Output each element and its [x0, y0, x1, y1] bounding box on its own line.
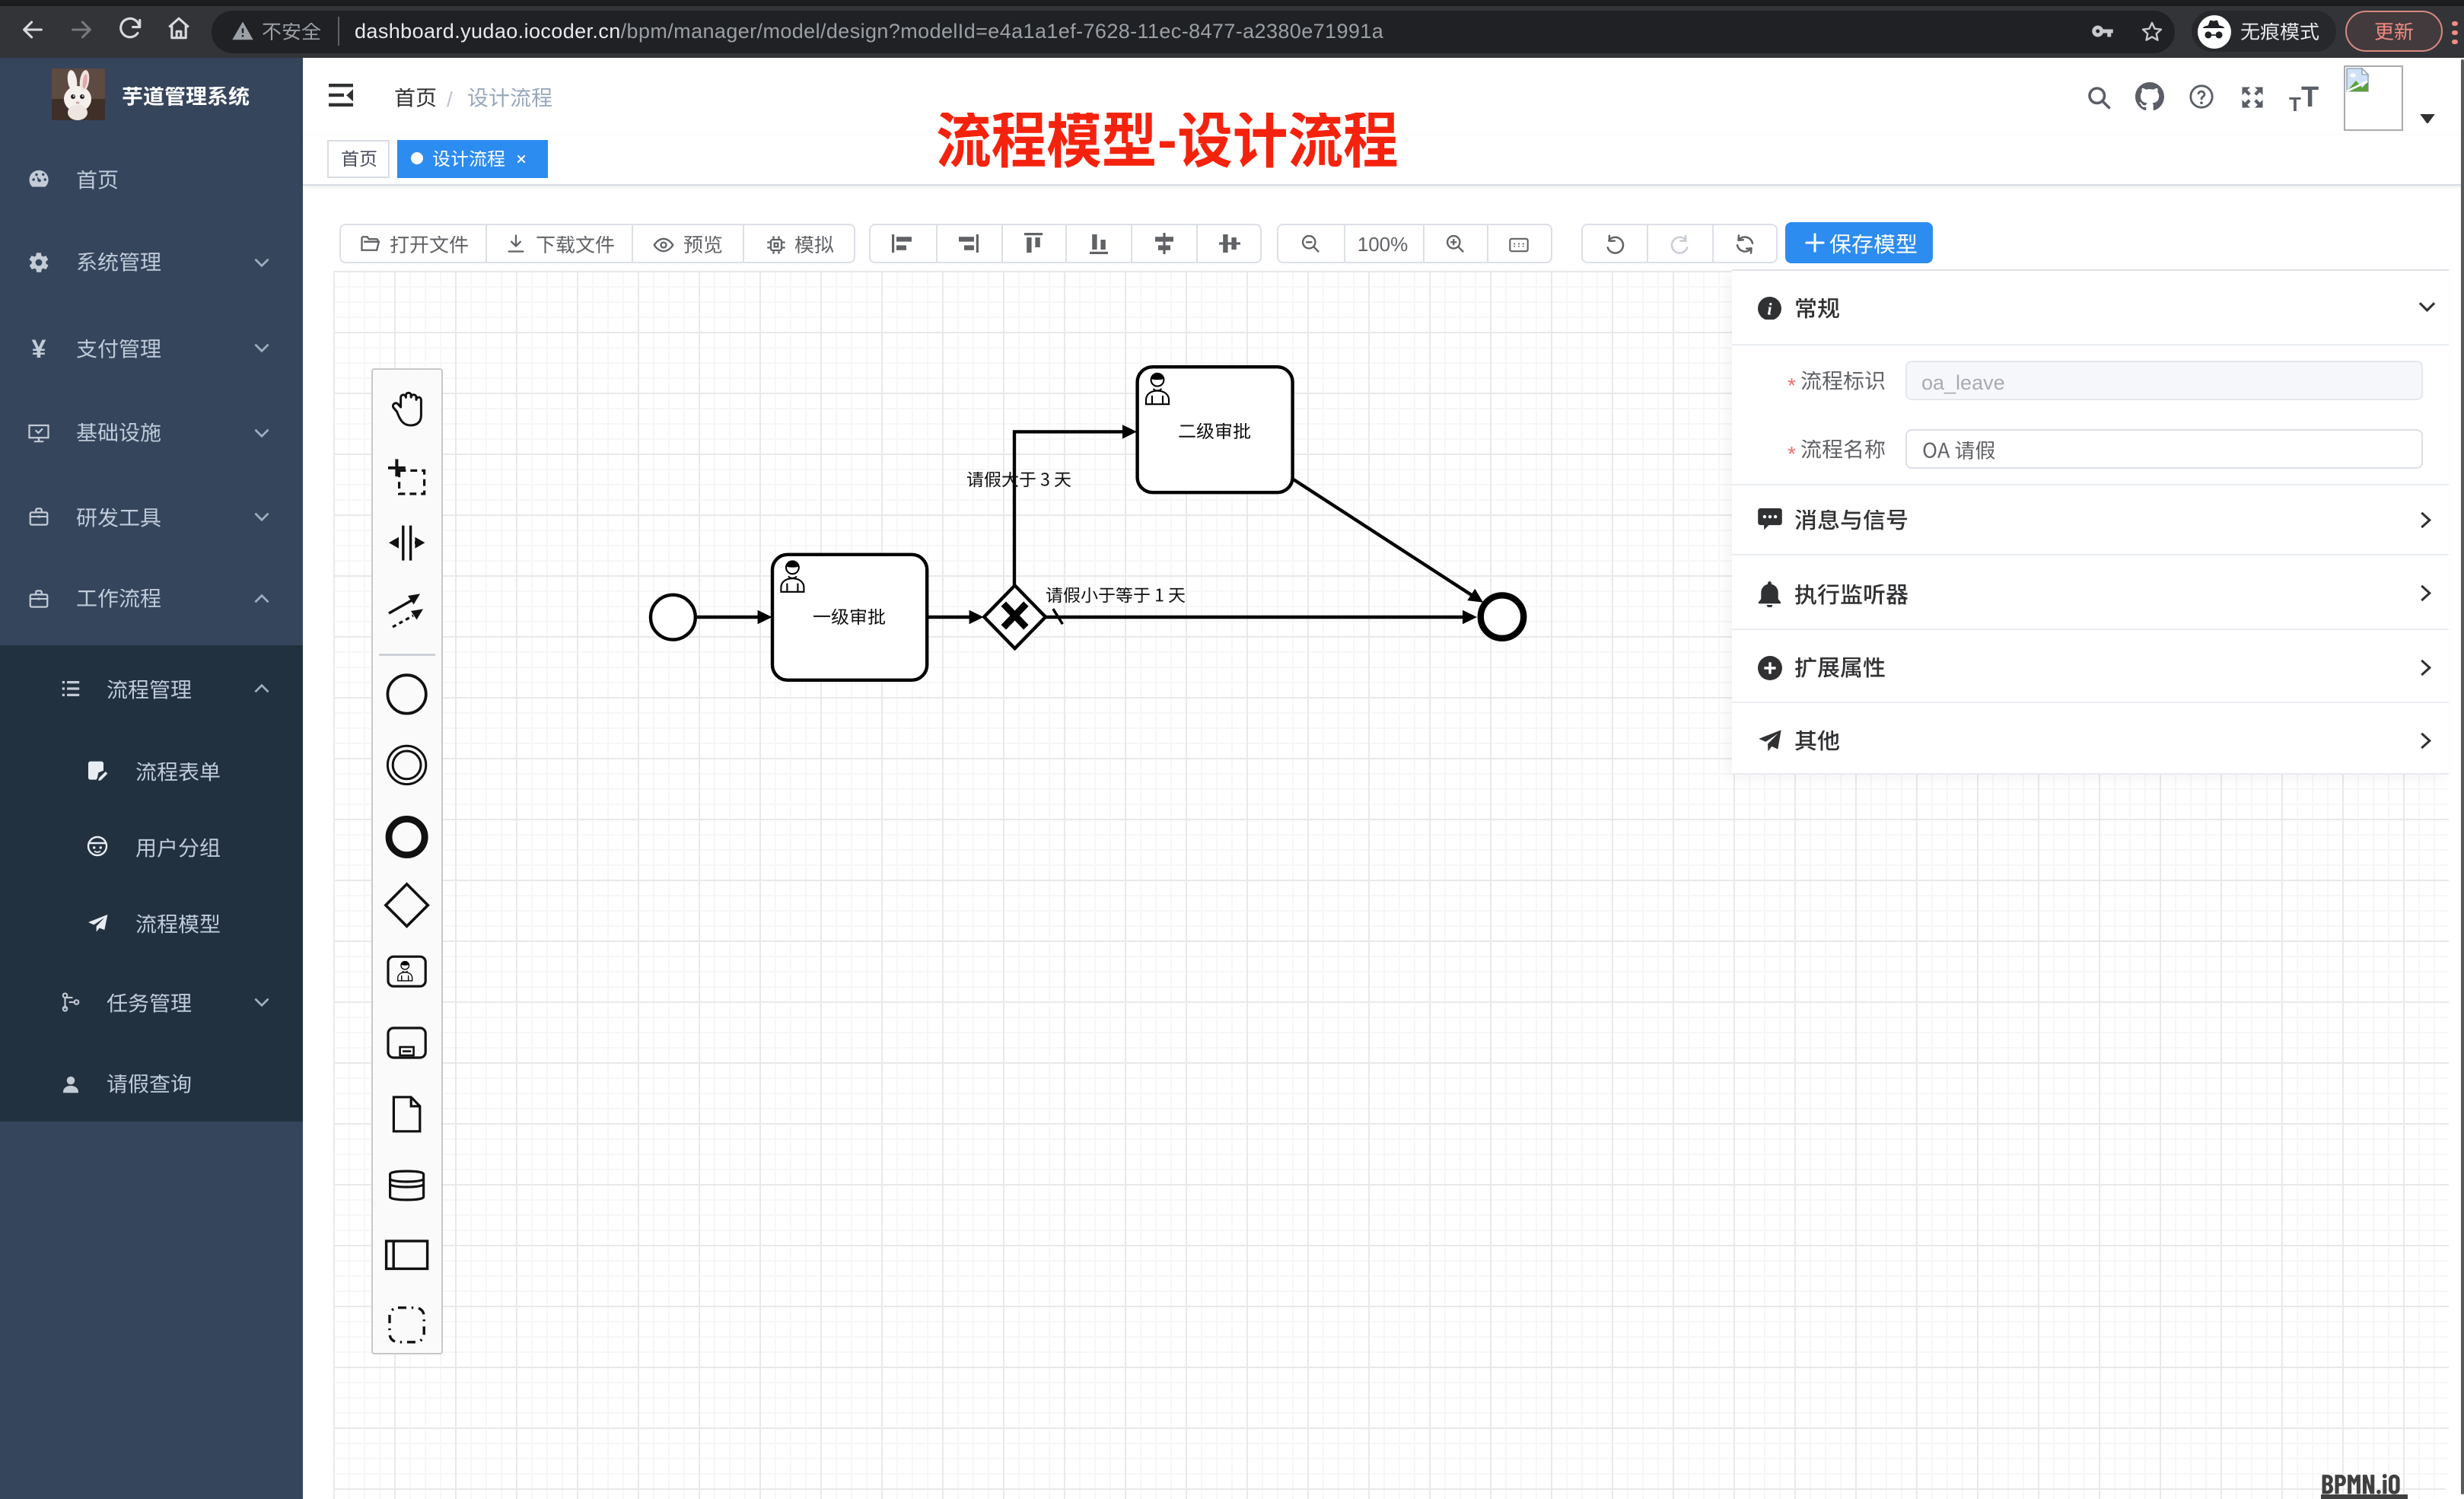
svg-text:i: i: [1767, 298, 1772, 317]
